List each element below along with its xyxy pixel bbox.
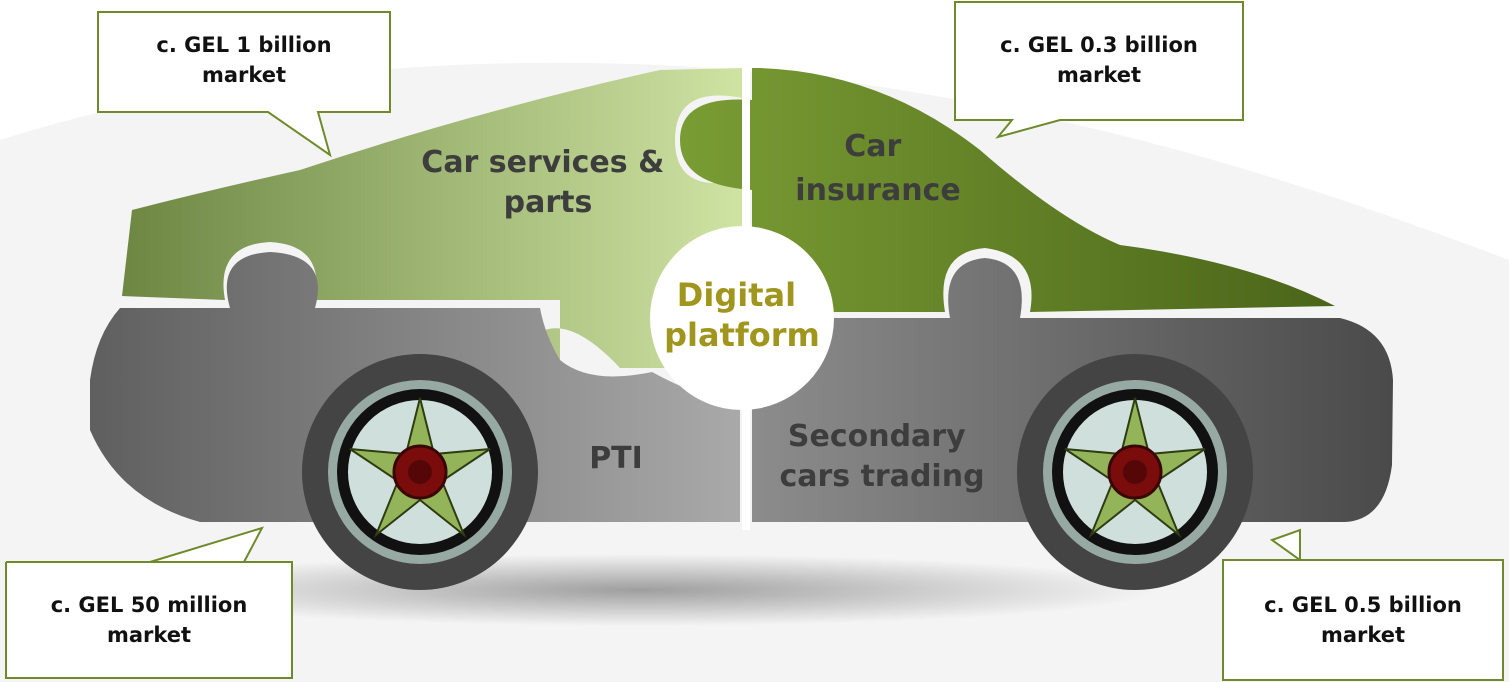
label-car-insurance: Car insurance	[795, 129, 960, 208]
callout-bottom-left-line1: c. GEL 50 million	[50, 593, 248, 617]
callout-bottom-left: c. GEL 50 million market	[6, 590, 292, 650]
callout-bottom-right-line1: c. GEL 0.5 billion	[1264, 593, 1462, 617]
callout-bottom-right: c. GEL 0.5 billion market	[1223, 590, 1503, 650]
label-pti: PTI	[589, 441, 643, 476]
label-car-services: Car services & parts	[421, 145, 674, 220]
label-secondary-trading: Secondary cars trading	[779, 419, 984, 494]
rear-wheel	[300, 352, 540, 592]
callout-top-left: c. GEL 1 billion market	[98, 30, 390, 90]
center-hub	[650, 226, 834, 410]
callout-bottom-right-bubble	[1222, 528, 1504, 681]
callout-bottom-left-bubble	[5, 526, 293, 679]
piece-car-services	[122, 68, 742, 390]
callout-top-left-line1: c. GEL 1 billion	[156, 33, 332, 57]
callout-bottom-left-line2: market	[106, 623, 192, 647]
front-wheel	[1015, 352, 1255, 592]
label-digital-platform: Digital platform	[664, 276, 820, 354]
callout-top-left-line2: market	[201, 63, 287, 87]
callout-top-right-line2: market	[1056, 63, 1142, 87]
callout-top-left-bubble	[97, 11, 391, 158]
callout-top-right: c. GEL 0.3 billion market	[955, 30, 1243, 90]
piece-car-insurance	[680, 68, 1335, 312]
callout-bottom-right-line2: market	[1320, 623, 1406, 647]
callout-top-right-bubble	[954, 1, 1244, 139]
callout-top-right-line1: c. GEL 0.3 billion	[1000, 33, 1198, 57]
